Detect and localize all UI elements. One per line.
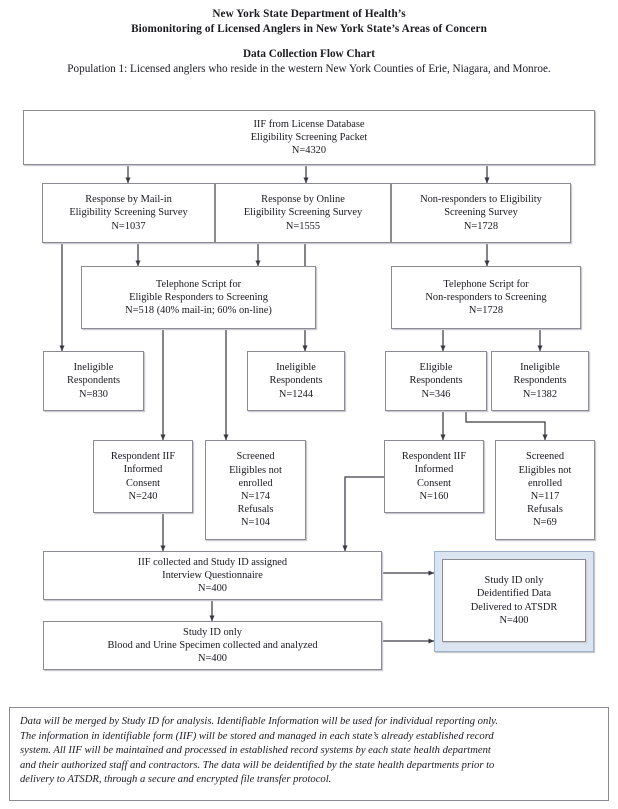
- box-respondent-iif-informed-consent-240: Respondent IIF Informed Consent N=240: [93, 440, 193, 513]
- box-line: N=104: [241, 517, 270, 529]
- box-line: Ineligible: [520, 362, 560, 374]
- subtitle-line-1: Data Collection Flow Chart: [242, 48, 376, 60]
- box-ineligible-respondents-1244: Ineligible Respondents N=1244: [247, 351, 345, 411]
- box-line: Consent: [416, 477, 452, 489]
- box-line: Blood and Urine Specimen collected and a…: [107, 639, 318, 651]
- box-line: Screened: [525, 451, 565, 463]
- box-line: Eligibles not: [518, 464, 572, 476]
- note-line: The information in identifiable form (II…: [20, 730, 494, 742]
- box-line: Eligibility Screening Survey: [69, 207, 188, 219]
- box-line: Response by Online: [261, 194, 345, 206]
- box-source-iif-license-database: IIF from License Database Eligibility Sc…: [23, 110, 595, 165]
- box-non-responders-eligibility: Non-responders to Eligibility Screening …: [391, 183, 571, 243]
- box-study-id-only-deidentified-atsdr: Study ID only Deidentified Data Delivere…: [442, 559, 586, 642]
- box-line: N=240: [128, 490, 158, 502]
- subtitle-line-2: Population 1: Licensed anglers who resid…: [67, 63, 551, 75]
- box-line: Eligibility Screening Packet: [250, 131, 368, 143]
- box-line: N=1728: [468, 305, 504, 317]
- box-line: Consent: [125, 477, 161, 489]
- box-line: IIF collected and Study ID assigned: [137, 556, 288, 568]
- box-line: Eligibles not: [229, 464, 282, 476]
- box-line: Respondents: [513, 375, 567, 387]
- box-line: N=117: [530, 491, 560, 502]
- page-subtitle: Data Collection Flow Chart Population 1:…: [0, 47, 618, 77]
- box-line: Respondent IIF: [110, 451, 176, 463]
- note-line: system. All IIF will be maintained and p…: [20, 745, 491, 757]
- box-line: N=1382: [522, 388, 558, 400]
- box-line: N=400: [198, 653, 227, 665]
- box-line: Non-responders to Screening: [425, 291, 547, 303]
- box-telephone-script-non-responders: Telephone Script for Non-responders to S…: [391, 266, 581, 329]
- box-line: N=1037: [111, 220, 146, 232]
- box-line: N=400: [499, 614, 529, 626]
- box-line: Interview Questionnaire: [162, 569, 263, 581]
- box-line: Screened: [236, 451, 275, 463]
- box-line: Deidentified Data: [476, 588, 552, 600]
- box-telephone-script-eligible-responders: Telephone Script for Eligible Responders…: [81, 266, 316, 329]
- box-response-mail-in: Response by Mail-in Eligibility Screenin…: [42, 183, 215, 243]
- box-respondent-iif-informed-consent-160: Respondent IIF Informed Consent N=160: [384, 440, 484, 513]
- box-line: Ineligible: [73, 362, 114, 374]
- box-line: Eligible: [419, 362, 453, 374]
- box-line: Eligibility Screening Survey: [243, 207, 363, 219]
- box-line: N=69: [533, 517, 557, 529]
- box-line: Refusals: [527, 504, 563, 516]
- box-line: Study ID only: [183, 626, 242, 638]
- note-line: and their authorized staff and contracto…: [20, 759, 495, 771]
- box-blood-urine-specimen-collected: Study ID only Blood and Urine Specimen c…: [43, 621, 382, 670]
- box-line: Respondent IIF: [401, 451, 467, 463]
- box-eligible-respondents-346: Eligible Respondents N=346: [385, 351, 487, 411]
- box-line: Respondents: [66, 375, 121, 387]
- box-line: Respondents: [409, 375, 463, 387]
- box-screened-eligibles-not-enrolled-117: Screened Eligibles not enrolled N=117 Re…: [495, 440, 595, 540]
- note-line: delivery to ATSDR, through a secure and …: [20, 774, 332, 786]
- box-line: N=4320: [291, 145, 327, 157]
- footer-note: Data will be merged by Study ID for anal…: [9, 707, 609, 801]
- box-response-online: Response by Online Eligibility Screening…: [215, 183, 391, 243]
- box-line: enrolled: [527, 477, 563, 489]
- box-line: enrolled: [238, 477, 273, 489]
- box-ineligible-respondents-830: Ineligible Respondents N=830: [43, 351, 144, 411]
- box-line: Non-responders to Eligibility: [420, 194, 542, 206]
- box-line: N=1728: [463, 220, 499, 232]
- box-screened-eligibles-not-enrolled-174: Screened Eligibles not enrolled N=174 Re…: [205, 440, 306, 540]
- box-line: Informed: [123, 464, 163, 476]
- box-line: Informed: [414, 464, 454, 476]
- box-line: Delivered to ATSDR: [470, 601, 558, 613]
- box-line: N=160: [419, 490, 449, 502]
- box-line: N=518 (40% mail-in; 60% on-line): [125, 305, 272, 317]
- note-line: Data will be merged by Study ID for anal…: [20, 716, 498, 727]
- box-line: N=400: [198, 583, 227, 595]
- box-line: N=830: [79, 388, 108, 400]
- box-line: Respondents: [269, 375, 323, 387]
- box-line: N=1244: [278, 388, 314, 400]
- box-line: Response by Mail-in: [85, 194, 172, 206]
- title-line-2: Biomonitoring of Licensed Anglers in New…: [131, 23, 487, 35]
- box-line: Refusals: [237, 504, 274, 516]
- box-line: Screening Survey: [444, 207, 518, 219]
- page-title: New York State Department of Health’s Bi…: [0, 7, 618, 37]
- box-line: N=346: [421, 388, 451, 400]
- box-line: Telephone Script for: [155, 278, 242, 290]
- box-iif-collected-study-id-assigned: IIF collected and Study ID assigned Inte…: [43, 551, 382, 600]
- box-ineligible-respondents-1382: Ineligible Respondents N=1382: [491, 351, 589, 411]
- box-line: Eligible Responders to Screening: [129, 291, 268, 303]
- box-line: Ineligible: [276, 362, 316, 374]
- box-line: N=174: [241, 491, 270, 502]
- title-line-1: New York State Department of Health’s: [212, 8, 406, 20]
- box-line: Study ID only: [484, 575, 544, 587]
- box-line: N=1555: [285, 220, 321, 232]
- box-line: IIF from License Database: [253, 118, 365, 130]
- box-line: Telephone Script for: [443, 278, 529, 290]
